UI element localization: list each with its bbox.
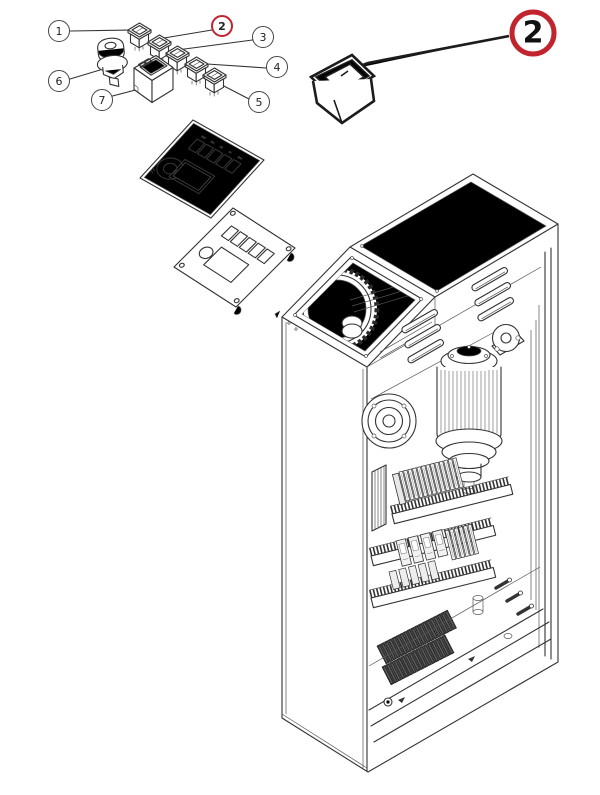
callout-5-label: 5 bbox=[255, 95, 263, 109]
callout-5: 5 bbox=[248, 91, 270, 113]
callout-3: 3 bbox=[252, 26, 274, 48]
callout-3-label: 3 bbox=[259, 30, 267, 44]
cabinet-right-frame bbox=[530, 247, 552, 660]
mounting-panel bbox=[174, 208, 295, 307]
motor bbox=[435, 345, 503, 495]
orientation-arrow bbox=[468, 656, 475, 662]
callout-1: 1 bbox=[48, 20, 70, 42]
rocker-switch-4 bbox=[184, 56, 209, 86]
legend-icons bbox=[200, 135, 243, 160]
callout-6: 6 bbox=[48, 70, 70, 92]
gearbox bbox=[361, 393, 417, 532]
callout-7: 7 bbox=[91, 89, 113, 111]
switch-cutouts bbox=[221, 226, 274, 264]
control-module bbox=[133, 54, 174, 104]
highlight-callout-label: 2 bbox=[522, 15, 544, 50]
callout-1-label: 1 bbox=[55, 24, 63, 38]
cabinet bbox=[274, 173, 559, 773]
legend-panel bbox=[140, 120, 264, 218]
cabinet-base bbox=[368, 566, 552, 743]
highlight-callout-2: 2 bbox=[509, 9, 557, 57]
callout-7-label: 7 bbox=[98, 93, 106, 107]
emergency-stop-button bbox=[96, 37, 128, 87]
screw-holes bbox=[178, 210, 292, 303]
panel-clips bbox=[233, 252, 295, 315]
callout-2-label: 2 bbox=[218, 19, 226, 33]
switch-cutouts bbox=[188, 139, 241, 173]
callout-4: 4 bbox=[266, 56, 288, 78]
callout-4-label: 4 bbox=[273, 60, 281, 74]
terminal-blocks bbox=[376, 457, 479, 686]
callout-2-highlighted: 2 bbox=[211, 15, 233, 37]
pulley-assembly bbox=[491, 323, 525, 356]
rocker-switch-1 bbox=[127, 22, 152, 52]
callout-6-label: 6 bbox=[55, 74, 63, 88]
panel-marking bbox=[149, 168, 156, 174]
rocker-switch-5 bbox=[202, 67, 227, 97]
orientation-arrow bbox=[398, 697, 405, 703]
callout-leader-lines bbox=[69, 29, 268, 100]
rocker-switch-enlarged bbox=[308, 34, 510, 125]
highlight-leader-line bbox=[351, 34, 510, 71]
